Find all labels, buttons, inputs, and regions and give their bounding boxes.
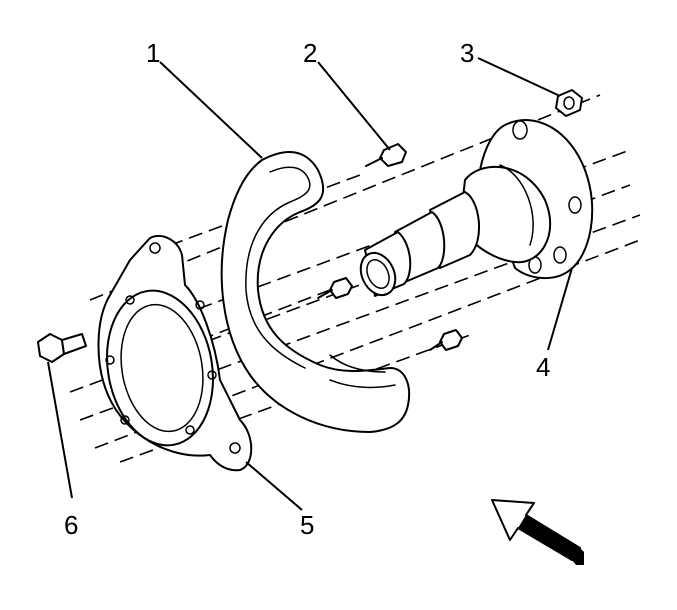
leader-lines [47, 57, 573, 511]
mounting-bolt [37, 333, 87, 363]
callout-1: 1 [146, 38, 160, 68]
shield-bolt-upper [365, 143, 407, 167]
callout-6: 6 [64, 510, 78, 540]
spindle-hub [359, 119, 594, 297]
backing-plate [97, 235, 253, 472]
shield-bolt-middle [317, 277, 353, 299]
callout-3: 3 [460, 38, 474, 68]
direction-arrow-icon [491, 499, 584, 565]
callout-2: 2 [303, 38, 317, 68]
callout-5: 5 [300, 510, 314, 540]
callout-4: 4 [536, 352, 550, 382]
hub-nut [555, 89, 583, 117]
shield-bolt-lower [429, 329, 463, 351]
splash-shield [220, 150, 410, 433]
